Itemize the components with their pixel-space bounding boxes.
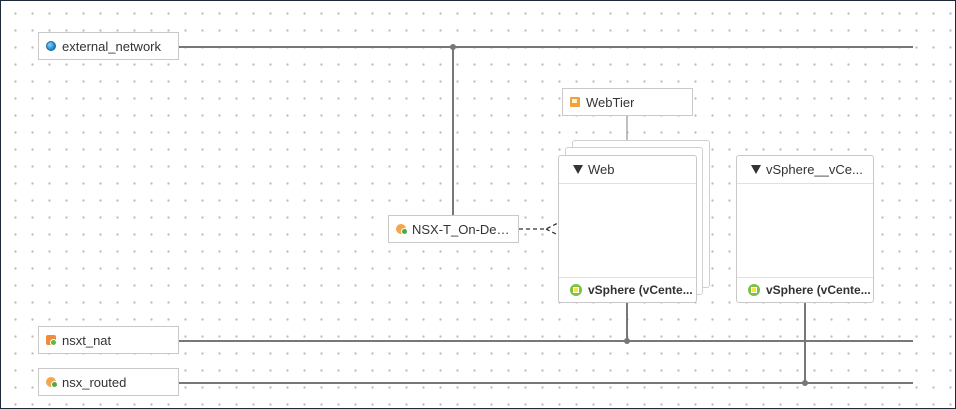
- globe-icon: [46, 41, 56, 51]
- web-group-footer: vSphere (vCente...: [559, 277, 696, 302]
- external-junction-dot: [450, 44, 456, 50]
- vsphere-icon: [748, 284, 760, 296]
- edge-gateway-node[interactable]: NSX-T_On-Dem...: [388, 215, 519, 243]
- network-icon: [46, 377, 58, 388]
- vsphere-group-header[interactable]: vSphere__vCe...: [737, 156, 873, 184]
- web-group-title: Web: [588, 162, 615, 177]
- network-icon: [46, 335, 57, 346]
- edge-gateway-icon: [396, 224, 408, 235]
- nat-junction-dot: [624, 338, 630, 344]
- vsphere-group-footer: vSphere (vCente...: [737, 277, 873, 302]
- webtier-label: WebTier: [586, 94, 635, 110]
- edge-web-dashed-link: [519, 222, 559, 236]
- network-label: external_network: [62, 38, 161, 54]
- network-label: nsxt_nat: [62, 332, 112, 348]
- network-label: nsx_routed: [62, 374, 127, 390]
- network-node-nat[interactable]: nsxt_nat: [38, 326, 179, 354]
- web-group[interactable]: Web vSphere (vCente...: [558, 155, 697, 303]
- network-node-external[interactable]: external_network: [38, 32, 179, 60]
- vsphere-icon: [570, 284, 582, 296]
- vsphere-group[interactable]: vSphere__vCe... vSphere (vCente...: [736, 155, 874, 303]
- caret-down-icon[interactable]: [751, 165, 761, 174]
- webtier-node[interactable]: WebTier: [562, 88, 693, 116]
- caret-down-icon[interactable]: [573, 165, 583, 174]
- vsphere-group-cloud-label: vSphere (vCente...: [766, 283, 871, 297]
- folder-icon: [570, 97, 580, 107]
- web-group-header[interactable]: Web: [559, 156, 696, 184]
- network-node-routed[interactable]: nsx_routed: [38, 368, 179, 396]
- vsphere-group-title: vSphere__vCe...: [766, 162, 863, 177]
- edge-gateway-label: NSX-T_On-Dem...: [412, 221, 518, 237]
- web-group-cloud-label: vSphere (vCente...: [588, 283, 693, 297]
- routed-junction-dot: [802, 380, 808, 386]
